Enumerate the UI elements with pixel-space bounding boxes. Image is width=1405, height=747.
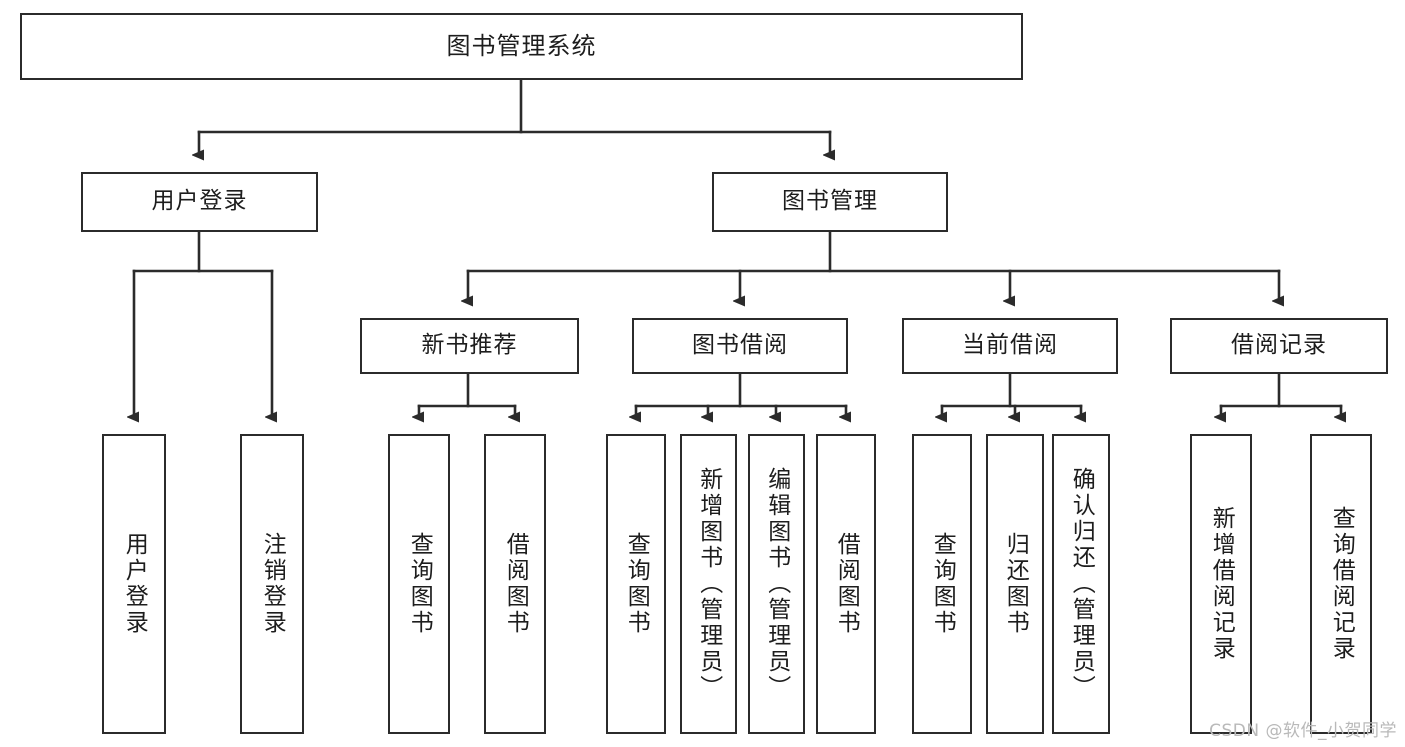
leaf-borrow-query-book[interactable]: 查询图书	[606, 434, 666, 734]
watermark-text: CSDN @软件_小贺同学	[1209, 721, 1397, 741]
node-current-borrowing[interactable]: 当前借阅	[902, 318, 1118, 374]
leaf-label: 查询图书	[623, 532, 650, 636]
leaf-label: 借阅图书	[502, 532, 529, 636]
leaf-label: 查询图书	[929, 532, 956, 636]
leaf-new-book-borrow[interactable]: 借阅图书	[484, 434, 546, 734]
leaf-current-confirm-return-admin[interactable]: 确认归还（管理员）	[1052, 434, 1110, 734]
leaf-label: 确认归还（管理员）	[1068, 467, 1095, 701]
leaf-label: 查询图书	[406, 532, 433, 636]
node-user-login[interactable]: 用户登录	[81, 172, 318, 232]
leaf-label: 新增借阅记录	[1208, 506, 1235, 662]
leaf-new-book-query[interactable]: 查询图书	[388, 434, 450, 734]
leaf-label: 用户登录	[121, 532, 148, 636]
leaf-record-add[interactable]: 新增借阅记录	[1190, 434, 1252, 734]
leaf-user-login-signin[interactable]: 用户登录	[102, 434, 166, 734]
node-new-book-recommendation[interactable]: 新书推荐	[360, 318, 579, 374]
leaf-current-return-book[interactable]: 归还图书	[986, 434, 1044, 734]
node-book-management[interactable]: 图书管理	[712, 172, 948, 232]
node-book-borrowing[interactable]: 图书借阅	[632, 318, 848, 374]
leaf-current-query-book[interactable]: 查询图书	[912, 434, 972, 734]
leaf-record-query[interactable]: 查询借阅记录	[1310, 434, 1372, 734]
leaf-label: 查询借阅记录	[1328, 506, 1355, 662]
leaf-label: 新增图书（管理员）	[695, 467, 722, 701]
leaf-borrow-borrow-book[interactable]: 借阅图书	[816, 434, 876, 734]
leaf-borrow-add-book-admin[interactable]: 新增图书（管理员）	[680, 434, 737, 734]
leaf-user-login-signout[interactable]: 注销登录	[240, 434, 304, 734]
node-root-system[interactable]: 图书管理系统	[20, 13, 1023, 80]
node-borrow-records[interactable]: 借阅记录	[1170, 318, 1388, 374]
leaf-borrow-edit-book-admin[interactable]: 编辑图书（管理员）	[748, 434, 805, 734]
leaf-label: 编辑图书（管理员）	[763, 467, 790, 701]
leaf-label: 归还图书	[1002, 532, 1029, 636]
leaf-label: 借阅图书	[833, 532, 860, 636]
leaf-label: 注销登录	[259, 532, 286, 636]
